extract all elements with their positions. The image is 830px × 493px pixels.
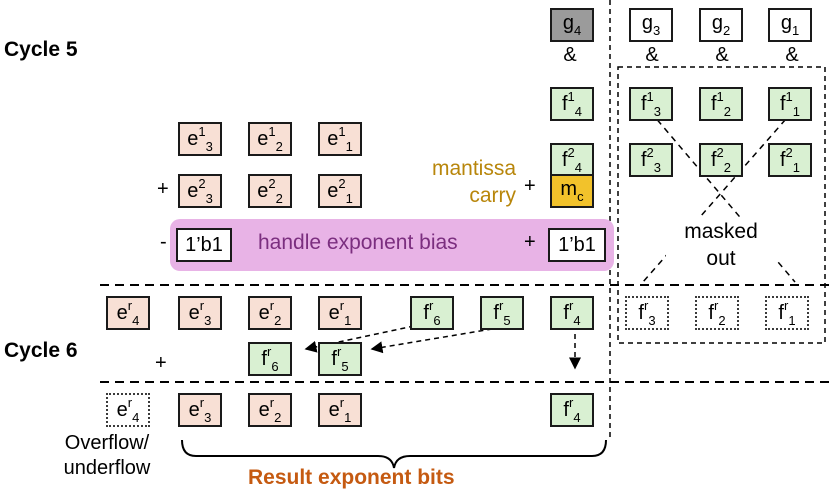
cycle5-label: Cycle 5 [4, 38, 78, 61]
bit-box-fr6-shifted: fr6 [248, 342, 292, 376]
bit-box-fr5-shifted: fr5 [318, 342, 362, 376]
bit-label: g3 [641, 12, 661, 38]
bit-label: fr3 [638, 298, 656, 328]
bias-box-left: 1’b1 [176, 228, 232, 262]
and-op: & [563, 44, 577, 66]
bit-label: er4 [116, 298, 140, 328]
bit-label: e21 [327, 176, 353, 206]
bit-label: g2 [711, 12, 731, 38]
plus-op: + [155, 352, 167, 374]
bit-box-er1-result: er1 [318, 393, 362, 427]
bit-box-fr4: fr4 [550, 296, 594, 330]
plus-op: + [157, 178, 169, 200]
bit-label: fr1 [778, 298, 796, 328]
bit-box-g4: g4 [550, 8, 594, 42]
and-op: & [715, 44, 729, 66]
bit-box-er2-result: er2 [248, 393, 292, 427]
bit-box-f14: f14 [550, 87, 594, 121]
bit-box-fr3-masked: fr3 [625, 296, 669, 330]
plus-op: + [524, 175, 536, 197]
bit-label: er1 [328, 298, 352, 328]
bit-label: g4 [562, 12, 582, 38]
bit-box-f22: f22 [699, 143, 743, 177]
bit-box-f24: f24 [550, 143, 594, 177]
bit-box-fr6: fr6 [410, 296, 454, 330]
bit-label: fr6 [261, 344, 279, 374]
bias-highlight-band [170, 219, 614, 271]
bit-label: fr2 [708, 298, 726, 328]
result-brace [181, 439, 607, 469]
bit-box-f11: f11 [768, 87, 812, 121]
bit-label: fr6 [423, 298, 441, 328]
overflow-label: Overflow/ underflow [63, 432, 151, 479]
bit-label: fr4 [563, 298, 581, 328]
bit-label: e12 [257, 124, 283, 154]
bit-box-g3: g3 [629, 8, 673, 42]
bit-box-e11: e11 [318, 122, 362, 156]
bit-label: f23 [640, 145, 662, 175]
bit-box-er1: er1 [318, 296, 362, 330]
bit-label: er4 [116, 395, 140, 425]
bit-box-e12: e12 [248, 122, 292, 156]
bit-label: er3 [188, 298, 212, 328]
bit-label: fr4 [563, 395, 581, 425]
bit-label: f24 [561, 145, 583, 175]
bit-box-g2: g2 [699, 8, 743, 42]
bit-box-er2: er2 [248, 296, 292, 330]
bit-label: e13 [187, 124, 213, 154]
bit-label: fr5 [331, 344, 349, 374]
bit-box-er3-result: er3 [178, 393, 222, 427]
bit-label: f12 [710, 89, 732, 119]
bit-label: fr5 [493, 298, 511, 328]
bit-label: er3 [188, 395, 212, 425]
bit-label: e22 [257, 176, 283, 206]
bit-box-f13: f13 [629, 87, 673, 121]
bias-box-right: 1’b1 [548, 228, 606, 262]
bit-label: f21 [779, 145, 801, 175]
bit-label: 1’b1 [558, 234, 596, 256]
bit-box-e13: e13 [178, 122, 222, 156]
bit-box-e21: e21 [318, 174, 362, 208]
bit-label: mc [560, 178, 584, 204]
bit-box-f21: f21 [768, 143, 812, 177]
minus-op: - [160, 231, 167, 253]
mantissa-carry-label: mantissa carry [431, 157, 516, 207]
bit-label: f13 [640, 89, 662, 119]
bit-box-e23: e23 [178, 174, 222, 208]
and-op: & [645, 44, 659, 66]
bit-label: f14 [561, 89, 583, 119]
bit-box-fr5: fr5 [480, 296, 524, 330]
bit-box-er3: er3 [178, 296, 222, 330]
bit-label: g1 [780, 12, 800, 38]
bit-box-er4: er4 [106, 296, 150, 330]
handle-bias-label: handle exponent bias [258, 231, 458, 254]
masked-region [617, 66, 826, 344]
bit-box-er4-overflow: er4 [106, 393, 150, 427]
bit-label: f11 [779, 89, 801, 119]
bit-label: f22 [710, 145, 732, 175]
bit-label: e23 [187, 176, 213, 206]
bit-label: er2 [258, 395, 282, 425]
plus-op: + [524, 231, 536, 253]
bit-box-f23: f23 [629, 143, 673, 177]
bit-label: er1 [328, 395, 352, 425]
bit-label: 1’b1 [185, 234, 223, 256]
bit-box-fr1-masked: fr1 [765, 296, 809, 330]
masked-out-label: masked out [666, 218, 776, 272]
bit-box-mc: mc [550, 174, 594, 208]
bit-box-fr2-masked: fr2 [695, 296, 739, 330]
bit-box-e22: e22 [248, 174, 292, 208]
bit-label: er2 [258, 298, 282, 328]
result-bits-label: Result exponent bits [248, 466, 455, 489]
bit-box-g1: g1 [768, 8, 812, 42]
bit-box-fr4-result: fr4 [550, 393, 594, 427]
bit-label: e11 [327, 124, 353, 154]
bit-box-f12: f12 [699, 87, 743, 121]
cycle6-label: Cycle 6 [4, 339, 78, 362]
and-op: & [785, 44, 799, 66]
